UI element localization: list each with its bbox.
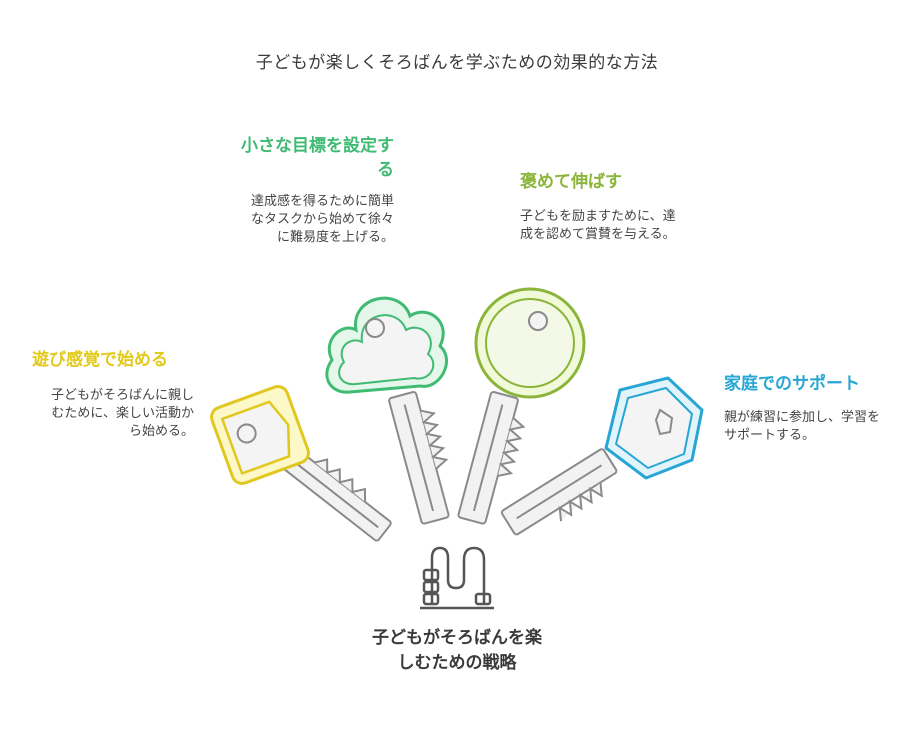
item-heading-home: 家庭でのサポート [724, 374, 860, 394]
key-hexagon-icon [500, 376, 704, 536]
item-desc-goal: 達成感を得るために簡単なタスクから始めて徐々に難易度を上げる。 [250, 194, 394, 245]
item-desc-home: 親が練習に参加し、学習をサポートする。 [724, 410, 881, 443]
key-round-icon [457, 287, 586, 525]
center-label: 子どもがそろばんを楽しむための戦略 [372, 628, 542, 673]
item-heading-goal: 小さな目標を設定する [241, 136, 394, 180]
page-title: 子どもが楽しくそろばんを学ぶための効果的な方法 [255, 53, 659, 73]
item-desc-play: 子どもがそろばんに親しむために、楽しい活動から始める。 [50, 388, 194, 439]
item-desc-praise: 子どもを励ますために、達成を認めて賞賛を与える。 [520, 209, 676, 242]
key-cloud-icon [325, 296, 450, 525]
key-square-icon [210, 385, 392, 542]
abacus-icon [420, 546, 494, 610]
item-heading-praise: 褒めて伸ばす [520, 172, 622, 192]
item-heading-play: 遊び感覚で始める [32, 350, 168, 370]
